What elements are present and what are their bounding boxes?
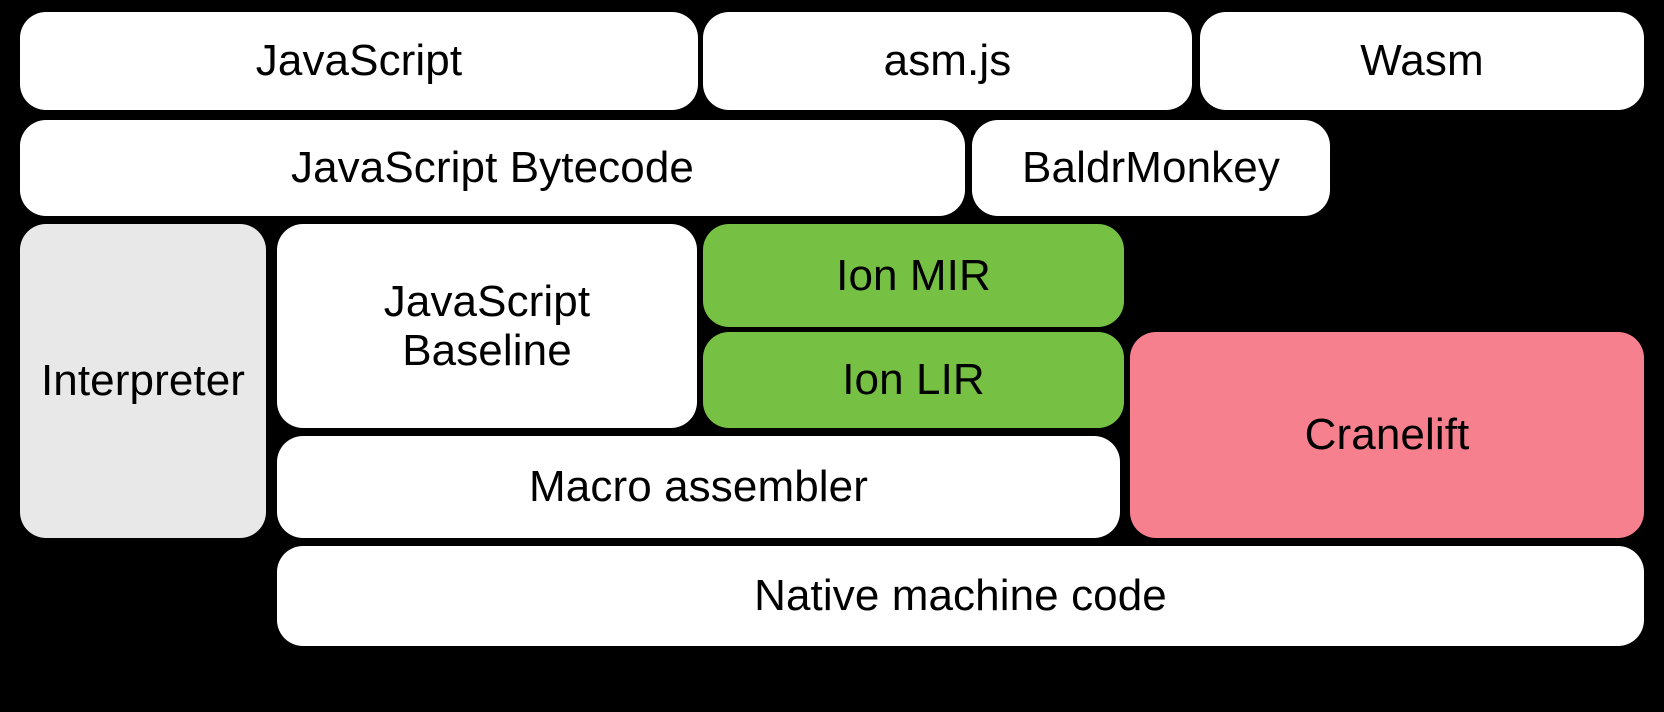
node-ion-lir[interactable]: Ion LIR <box>703 332 1124 428</box>
node-asmjs[interactable]: asm.js <box>703 12 1192 110</box>
node-javascript-bytecode[interactable]: JavaScript Bytecode <box>20 120 965 216</box>
node-interpreter[interactable]: Interpreter <box>20 224 266 538</box>
node-macro-assembler[interactable]: Macro assembler <box>277 436 1120 538</box>
node-wasm[interactable]: Wasm <box>1200 12 1644 110</box>
node-native-machine-code[interactable]: Native machine code <box>277 546 1644 646</box>
node-cranelift[interactable]: Cranelift <box>1130 332 1644 538</box>
node-ion-mir[interactable]: Ion MIR <box>703 224 1124 327</box>
node-javascript-baseline[interactable]: JavaScript Baseline <box>277 224 697 428</box>
node-javascript[interactable]: JavaScript <box>20 12 698 110</box>
node-baldrmonkey[interactable]: BaldrMonkey <box>972 120 1330 216</box>
